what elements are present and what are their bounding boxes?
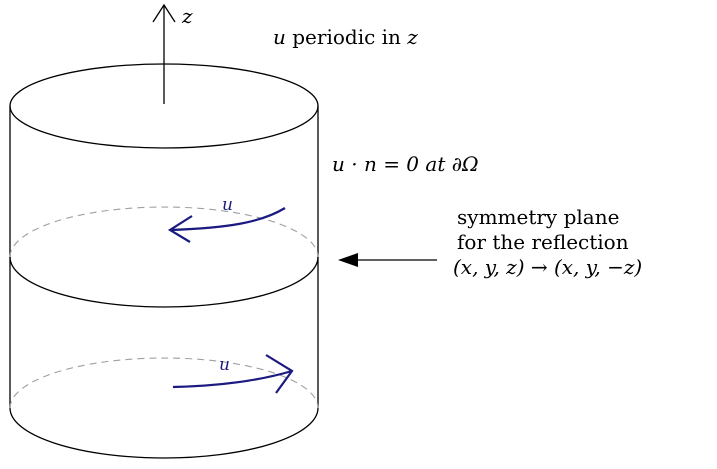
symmetry-pointer-arrowhead [338, 253, 358, 267]
symmetry-plane-label: symmetry plane for the reflection (x, y,… [453, 205, 715, 280]
upper-flow-arrow [169, 207, 286, 232]
boundary-condition-label: u · n = 0 at ∂Ω [332, 152, 479, 176]
lower-flow-label: u [219, 355, 230, 375]
symmetry-label-line3: (x, y, z) → (x, y, −z) [453, 255, 643, 279]
symmetry-plane-front-arc [9, 256, 319, 308]
lower-dashed-back-arc [9, 357, 319, 409]
symmetry-label-line1: symmetry plane [457, 205, 620, 229]
upper-flow-arrowhead [167, 215, 193, 243]
lower-flow-arrowhead [265, 354, 294, 394]
z-axis-arrowhead [152, 3, 176, 23]
symmetry-label-line2: for the reflection [457, 230, 629, 254]
cylinder-bottom-front-arc [9, 407, 319, 459]
upper-dashed-back-arc [9, 206, 319, 258]
periodic-label-z: z [407, 25, 418, 49]
lower-flow-arrow [172, 369, 293, 389]
z-axis-label: z [182, 4, 193, 28]
periodic-label-u: u [273, 25, 286, 49]
periodic-label: u periodic in z [273, 25, 418, 50]
upper-flow-label: u [222, 195, 233, 215]
periodic-label-text: periodic in [285, 25, 408, 49]
